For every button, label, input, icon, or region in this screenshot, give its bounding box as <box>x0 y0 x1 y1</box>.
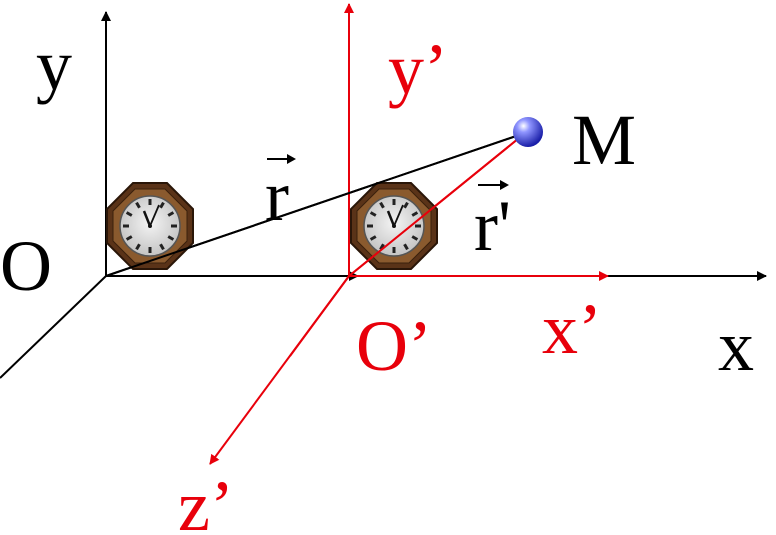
clock-icon <box>106 182 194 270</box>
position-vector-r-overlay <box>105 133 523 277</box>
label-y-prime: y’ <box>388 29 448 109</box>
label-x: x <box>718 306 754 386</box>
label-r-prime: r' <box>474 186 511 266</box>
vector-arrow-r <box>267 154 296 164</box>
label-z-prime: z’ <box>178 466 234 535</box>
clock-icon <box>350 182 438 270</box>
label-y: y <box>36 25 72 105</box>
z-prime-axis-overlay <box>289 275 350 357</box>
label-o-prime: O’ <box>356 306 432 386</box>
label-m: M <box>572 100 636 180</box>
label-x-prime: x’ <box>542 289 602 369</box>
point-m <box>513 117 543 147</box>
vector-arrow-r-prime <box>478 180 509 190</box>
label-r: r <box>265 156 289 236</box>
position-vector-r-prime-overlay <box>348 133 525 277</box>
z-axis <box>0 275 107 379</box>
label-o: O <box>0 226 52 306</box>
